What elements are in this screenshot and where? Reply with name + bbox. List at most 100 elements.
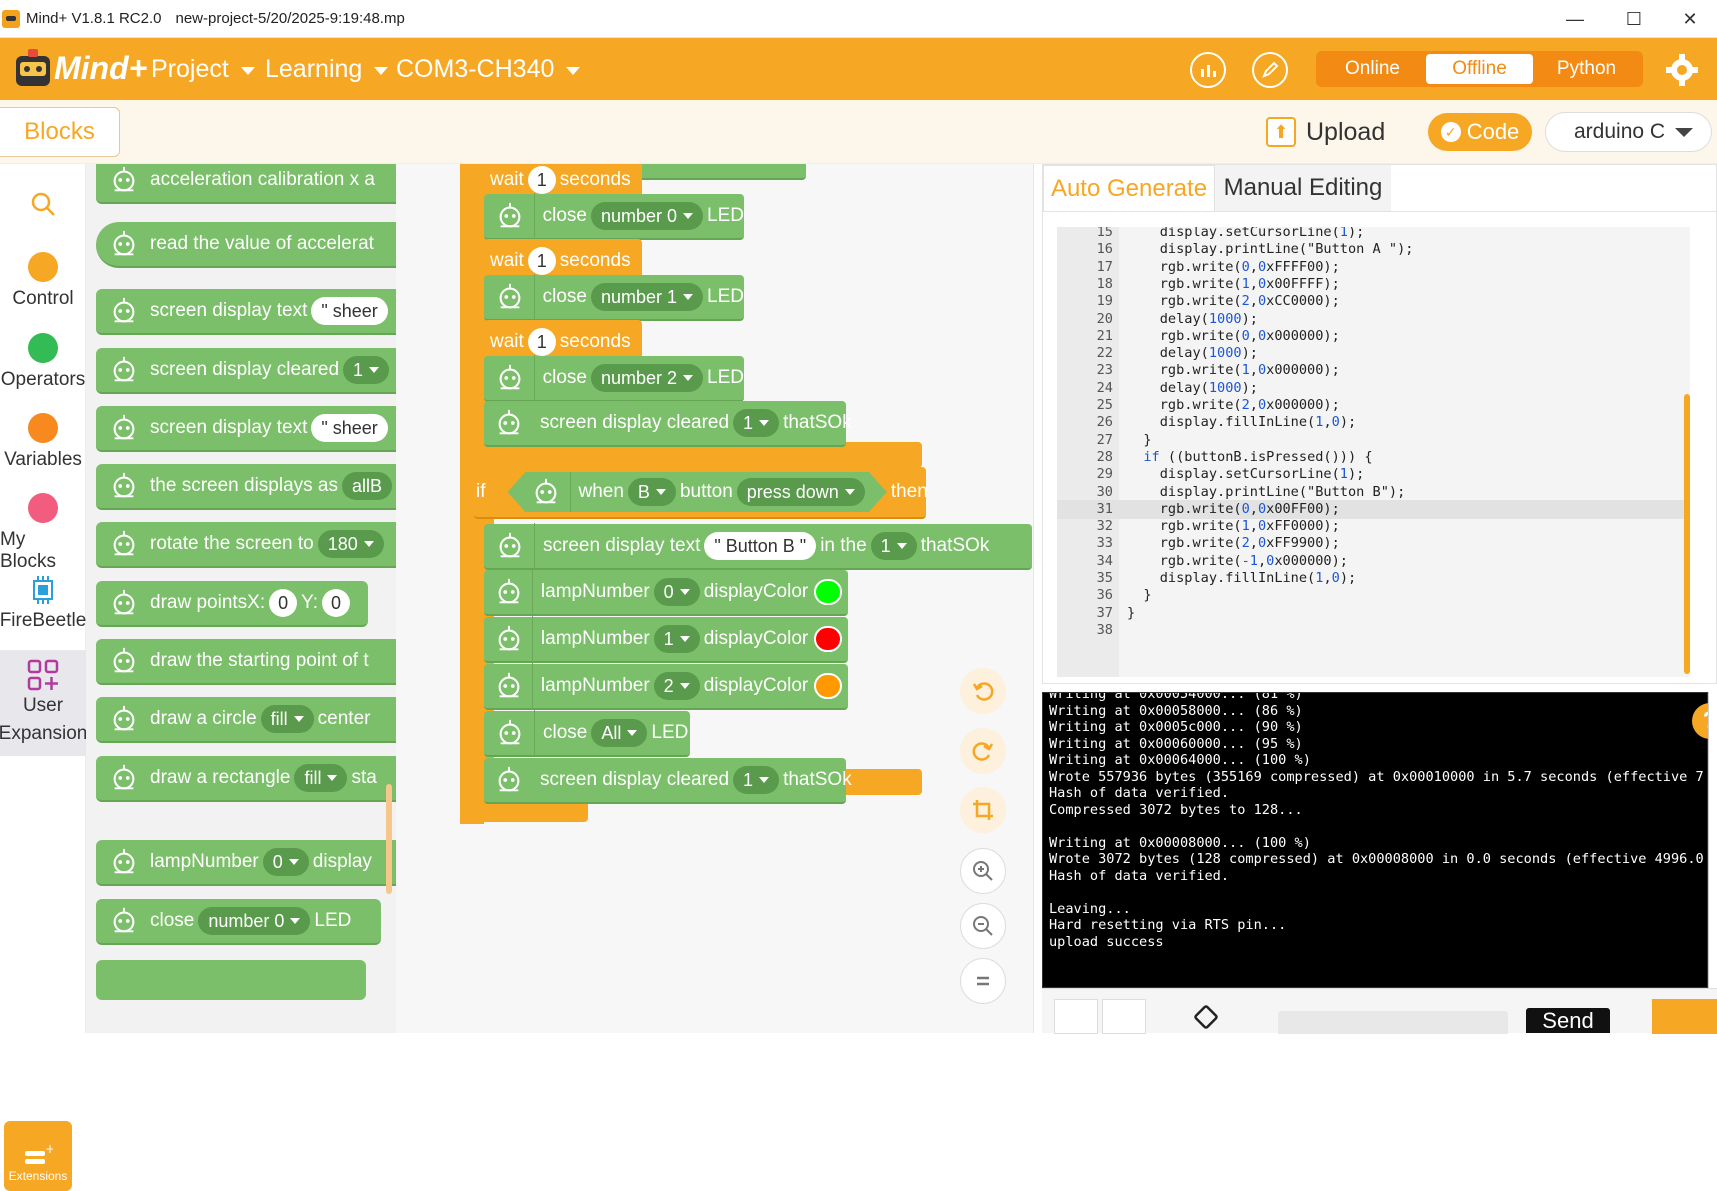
console-menu-icon[interactable] — [1652, 999, 1717, 1034]
code-line[interactable]: 36 } — [1057, 586, 1690, 605]
text-input[interactable]: " Button B " — [704, 532, 817, 560]
edit-icon[interactable] — [1252, 52, 1288, 88]
category-user-expansion[interactable]: User Expansion — [0, 650, 87, 756]
palette-block-draw-circle[interactable]: draw a circle fill center — [96, 697, 396, 743]
code-line[interactable]: 26 display.fillInLine(1,0); — [1057, 413, 1690, 432]
code-line[interactable]: 23 rgb.write(1,0x000000); — [1057, 361, 1690, 380]
display-text-block-b[interactable]: screen display text " Button B " in the … — [484, 523, 1032, 570]
code-line[interactable]: 28 if ((buttonB.isPressed())) { — [1057, 448, 1690, 467]
close-led-block-0[interactable]: close number 0 LED — [484, 193, 744, 240]
close-led-block-1[interactable]: close number 1 LED — [484, 274, 744, 321]
lamp-dropdown[interactable]: 2 — [653, 672, 700, 700]
code-line[interactable]: 19 rgb.write(2,0xCC0000); — [1057, 292, 1690, 311]
tab-manual-editing[interactable]: Manual Editing — [1215, 165, 1391, 211]
language-select[interactable]: arduino C — [1545, 112, 1712, 152]
category-operators[interactable]: Operators — [0, 333, 86, 391]
code-line[interactable]: 17 rgb.write(0,0xFFFF00); — [1057, 258, 1690, 277]
category-firebeetle[interactable]: FireBeetle — [0, 574, 86, 632]
code-line[interactable]: 34 rgb.write(-1,0x000000); — [1057, 552, 1690, 571]
code-line[interactable]: 31 rgb.write(0,0x00FF00); — [1057, 499, 1690, 519]
upload-button[interactable]: ⬆ Upload — [1266, 112, 1385, 152]
led-dropdown[interactable]: number 2 — [590, 364, 704, 392]
minimize-icon[interactable]: — — [1566, 8, 1584, 29]
code-line[interactable]: 18 rgb.write(1,0x00FFFF); — [1057, 275, 1690, 294]
palette-block-close-led[interactable]: close number 0 LED — [96, 899, 381, 945]
code-line[interactable]: 29 display.setCursorLine(1); — [1057, 465, 1690, 484]
maximize-icon[interactable]: ☐ — [1625, 8, 1643, 29]
lamp-dropdown[interactable]: 0 — [262, 848, 309, 876]
palette-block-display-cleared[interactable]: screen display cleared 1 — [96, 348, 396, 394]
close-all-led-block[interactable]: close All LED — [484, 710, 690, 757]
code-line[interactable]: 16 display.printLine("Button A "); — [1057, 240, 1690, 259]
x-input[interactable]: 0 — [269, 589, 298, 617]
category-control[interactable]: Control — [0, 252, 86, 310]
code-line[interactable]: 25 rgb.write(2,0x000000); — [1057, 396, 1690, 415]
led-dropdown[interactable]: number 0 — [590, 202, 704, 230]
console-scrollbar[interactable] — [1708, 692, 1717, 988]
lamp-color-block-1[interactable]: lampNumber 1 displayColor — [484, 616, 848, 663]
close-icon[interactable]: ✕ — [1682, 8, 1698, 29]
mode-online-button[interactable]: Online — [1345, 58, 1400, 79]
palette-block-draw-rectangle[interactable]: draw a rectangle fill sta — [96, 756, 396, 802]
code-line[interactable]: 27 } — [1057, 431, 1690, 450]
line-dropdown[interactable]: 1 — [733, 409, 780, 437]
palette-block-partial[interactable] — [96, 960, 366, 1000]
code-line[interactable]: 38 — [1057, 621, 1690, 640]
tab-auto-generate[interactable]: Auto Generate — [1043, 165, 1215, 211]
blocks-tab[interactable]: Blocks — [0, 107, 120, 157]
led-dropdown[interactable]: number 0 — [198, 907, 311, 935]
color-swatch-orange[interactable] — [814, 673, 842, 699]
display-cleared-block-a[interactable]: screen display cleared 1 thatSOk — [484, 401, 852, 447]
lamp-color-block-2[interactable]: lampNumber 2 displayColor — [484, 663, 848, 710]
mode-offline-button[interactable]: Offline — [1426, 54, 1533, 84]
close-led-block-2[interactable]: close number 2 LED — [484, 355, 744, 402]
send-input[interactable] — [1278, 1011, 1508, 1034]
wait-seconds-input[interactable]: 1 — [527, 166, 556, 194]
scroll-lock-icon[interactable] — [1102, 999, 1146, 1034]
usb-icon[interactable] — [1054, 999, 1098, 1034]
text-input[interactable]: " sheer — [311, 297, 388, 325]
extensions-button[interactable]: + Extensions — [4, 1121, 72, 1191]
press-dropdown[interactable]: press down — [737, 478, 865, 506]
palette-block-draw-start-point[interactable]: draw the starting point of t — [96, 639, 396, 685]
undo-icon[interactable] — [960, 668, 1006, 714]
zoom-in-icon[interactable] — [960, 848, 1006, 894]
color-swatch-green[interactable] — [814, 579, 842, 605]
code-line[interactable]: 21 rgb.write(0,0x000000); — [1057, 327, 1690, 346]
mode-dropdown[interactable]: allB — [342, 472, 393, 500]
menu-learning[interactable]: Learning — [265, 38, 389, 100]
fill-dropdown[interactable]: fill — [260, 705, 314, 733]
category-variables[interactable]: Variables — [0, 413, 86, 471]
button-dropdown[interactable]: B — [628, 478, 676, 506]
wait-seconds-input[interactable]: 1 — [527, 328, 556, 356]
code-line[interactable]: 33 rgb.write(2,0xFF9900); — [1057, 534, 1690, 553]
zoom-reset-icon[interactable] — [960, 958, 1006, 1004]
lamp-dropdown[interactable]: 0 — [653, 578, 700, 606]
lamp-dropdown[interactable]: 1 — [653, 625, 700, 653]
code-line[interactable]: 30 display.printLine("Button B"); — [1057, 483, 1690, 502]
settings-gear-icon[interactable] — [1664, 52, 1700, 88]
code-line[interactable]: 15 display.setCursorLine(1); — [1057, 227, 1690, 242]
crop-icon[interactable] — [960, 787, 1006, 833]
palette-block-draw-points[interactable]: draw pointsX: 0 Y: 0 — [96, 581, 368, 627]
angle-dropdown[interactable]: 180 — [317, 530, 384, 558]
mode-python-button[interactable]: Python — [1556, 58, 1617, 79]
code-line[interactable]: 37} — [1057, 604, 1690, 623]
line-dropdown[interactable]: 1 — [343, 356, 390, 384]
menu-project[interactable]: Project — [151, 38, 255, 100]
led-dropdown[interactable]: number 1 — [590, 283, 704, 311]
palette-block-display-text-2[interactable]: screen display text " sheer — [96, 406, 396, 452]
block-workspace[interactable]: wait 1 seconds close number 0 LED wait 1… — [396, 164, 1034, 1033]
send-button[interactable]: Send — [1526, 1008, 1610, 1033]
line-dropdown[interactable]: 1 — [733, 766, 780, 794]
code-scrollbar[interactable] — [1684, 394, 1690, 674]
palette-scrollbar[interactable] — [386, 784, 392, 894]
code-line[interactable]: 24 delay(1000); — [1057, 379, 1690, 398]
redo-icon[interactable] — [960, 728, 1006, 774]
lamp-color-block-0[interactable]: lampNumber 0 displayColor — [484, 569, 848, 616]
when-button-condition[interactable]: when B button press down — [508, 472, 887, 512]
text-input[interactable]: " sheer — [311, 414, 388, 442]
serial-monitor-icon[interactable] — [1190, 52, 1226, 88]
code-line[interactable]: 35 display.fillInLine(1,0); — [1057, 569, 1690, 588]
line-dropdown[interactable]: 1 — [870, 532, 917, 560]
